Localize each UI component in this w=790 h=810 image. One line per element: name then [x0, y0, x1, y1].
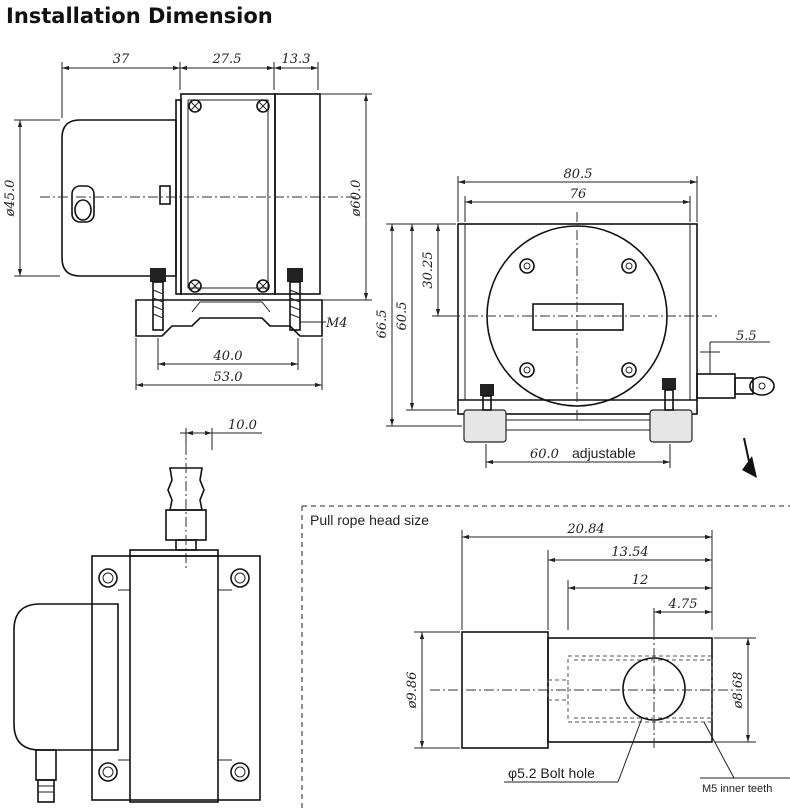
bolt-hole-label: φ5.2 Bolt hole [508, 765, 595, 781]
dim-dia-9-86: ø9.86 [405, 672, 420, 710]
thread-label: M5 inner teeth [702, 783, 772, 795]
dim-40: 40.0 [213, 349, 243, 364]
dim-37: 37 [113, 52, 130, 67]
thread-m4-label: M4 [325, 316, 348, 331]
front-view: 80.5 76 5.5 [375, 167, 775, 478]
dim-13-54: 13.54 [611, 545, 648, 560]
dim-10: 10.0 [228, 418, 257, 433]
rope-head-detail: Pull rope head size 20.84 13.54 12 4.75 … [301, 505, 790, 810]
page-title: Installation Dimension [6, 4, 273, 28]
dim-76: 76 [570, 187, 587, 202]
dim-53: 53.0 [214, 370, 243, 385]
section-label: Pull rope head size [310, 512, 429, 528]
dim-12: 12 [632, 573, 649, 588]
side-view: 37 27.5 13.3 M4 [3, 52, 372, 390]
dim-60-5: 60.5 [395, 302, 410, 331]
top-view: 10.0 [13, 418, 262, 803]
dim-27-5: 27.5 [212, 52, 242, 67]
dim-dia-45: ø45.0 [3, 180, 18, 218]
dim-13-3: 13.3 [282, 52, 311, 67]
adjustable-label: adjustable [572, 445, 636, 461]
dim-66-5: 66.5 [375, 310, 390, 339]
dim-dia-8-68: ø8.68 [731, 672, 746, 710]
dim-dia-60: ø60.0 [349, 180, 364, 218]
dim-20-84: 20.84 [566, 522, 604, 537]
dim-30-25: 30.25 [421, 251, 436, 288]
dim-60-adjustable: 60.0 [530, 447, 559, 462]
dim-80-5: 80.5 [564, 167, 593, 182]
dim-5-5: 5.5 [736, 329, 757, 344]
dim-4-75: 4.75 [668, 597, 698, 612]
